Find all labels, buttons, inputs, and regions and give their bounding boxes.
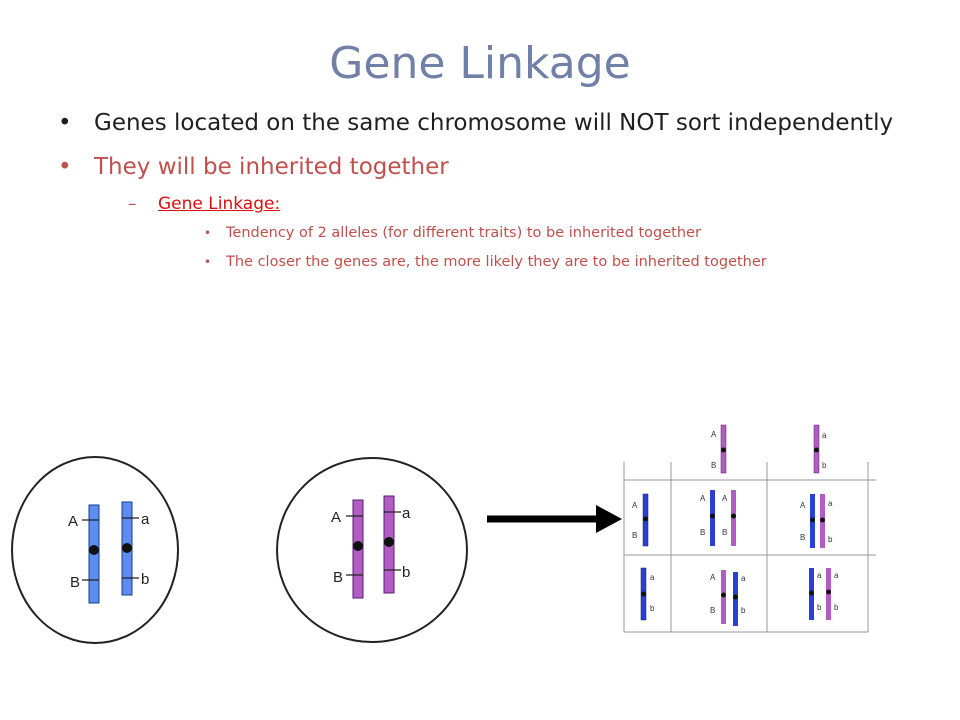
bullet-item: • They will be inherited together [58,152,918,182]
allele-label: A [800,501,806,510]
allele-label: A [700,494,706,503]
allele-label: b [822,461,827,470]
punnett-square: A B a b A B a b A A B B [623,424,876,633]
bullet-dot-icon: • [204,255,212,269]
centromere-icon [89,545,99,555]
sub-sub-bullet-item: • Tendency of 2 alleles (for different t… [204,221,918,245]
dash-icon: – [128,194,137,214]
bullet-item: • Genes located on the same chromosome w… [58,108,918,138]
allele-label: B [333,569,343,586]
bullet-dot-icon: • [58,110,72,136]
allele-label: a [141,511,150,528]
sub-sub-bullet-item: • The closer the genes are, the more lik… [204,250,918,274]
allele-label: B [800,533,805,542]
allele-label: a [817,571,822,580]
allele-label: a [834,571,839,580]
cell-1-diagram: A B a b [11,456,179,644]
centromere-icon [353,541,363,551]
allele-label: b [650,604,655,613]
sub-bullet-label: Gene Linkage: [158,194,281,214]
allele-label: b [741,606,746,615]
allele-label: A [722,494,728,503]
bullet-dot-icon: • [58,154,72,180]
allele-label: B [70,574,80,591]
sub-bullet-item: – Gene Linkage: [128,192,918,216]
bullet-dot-icon: • [204,226,212,240]
allele-label: a [828,499,833,508]
allele-label: B [710,606,715,615]
allele-label: A [68,513,78,530]
allele-label: A [711,430,717,439]
allele-label: b [402,564,410,581]
allele-label: a [822,431,827,440]
allele-label: b [834,603,839,612]
allele-label: b [817,603,822,612]
slide-title: Gene Linkage [329,38,631,89]
allele-label: B [722,528,727,537]
allele-label: a [402,505,411,522]
allele-label: b [828,535,833,544]
sub-sub-bullet-text: The closer the genes are, the more likel… [226,254,767,270]
centromere-icon [384,537,394,547]
allele-label: a [650,573,655,582]
allele-label: B [700,528,705,537]
bullet-list: • Genes located on the same chromosome w… [58,108,918,274]
bullet-text: They will be inherited together [94,154,449,180]
cell-membrane-2 [276,457,468,643]
cell-2-diagram: A B a b [276,457,468,643]
allele-label: b [141,571,149,588]
allele-label: A [331,509,341,526]
allele-label: a [741,574,746,583]
centromere-icon [122,543,132,553]
allele-label: B [632,531,637,540]
allele-label: A [710,573,716,582]
bullet-text: Genes located on the same chromosome wil… [94,110,894,136]
cell-membrane-1 [11,456,179,644]
allele-label: A [632,501,638,510]
sub-sub-bullet-text: Tendency of 2 alleles (for different tra… [226,225,701,241]
allele-label: B [711,461,716,470]
right-arrow-icon [487,505,622,533]
